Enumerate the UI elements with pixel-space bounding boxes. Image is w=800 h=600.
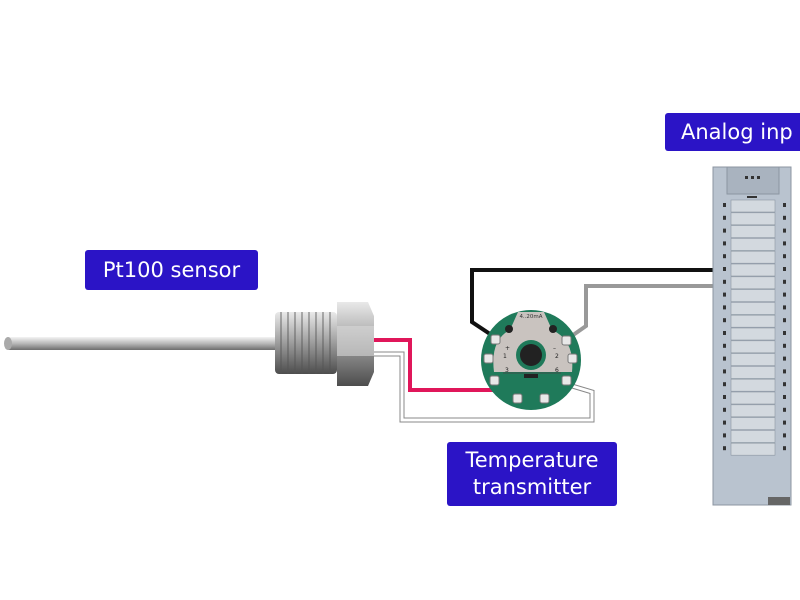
minus-mark: – bbox=[553, 345, 556, 352]
status-led bbox=[723, 279, 726, 284]
terminal-slot bbox=[730, 391, 776, 405]
status-led bbox=[783, 369, 786, 374]
status-led bbox=[723, 228, 726, 233]
analog-input-module bbox=[712, 166, 792, 506]
terminal-slot bbox=[730, 340, 776, 354]
terminal-3-label: 3 bbox=[505, 367, 509, 374]
status-led bbox=[723, 331, 726, 335]
terminal-slot bbox=[730, 212, 776, 226]
terminal-slot bbox=[730, 302, 776, 315]
terminal-slot bbox=[730, 404, 776, 418]
status-led bbox=[723, 433, 726, 438]
status-led bbox=[723, 446, 726, 451]
rating-label: 4..20mA bbox=[519, 314, 542, 320]
terminal-slot bbox=[730, 225, 776, 238]
status-led bbox=[783, 279, 786, 284]
status-led bbox=[723, 369, 726, 374]
status-led bbox=[723, 203, 726, 207]
status-led bbox=[783, 407, 786, 412]
status-led bbox=[723, 395, 726, 399]
plus-mark: + bbox=[505, 345, 510, 352]
status-led bbox=[723, 318, 726, 323]
status-led bbox=[723, 215, 726, 220]
status-led bbox=[783, 420, 786, 425]
status-led bbox=[783, 254, 786, 259]
status-led bbox=[723, 407, 726, 412]
status-led bbox=[783, 433, 786, 438]
terminal-slot bbox=[730, 327, 776, 341]
gray-wire bbox=[564, 284, 715, 342]
temperature-transmitter-label: Temperature transmitter bbox=[447, 442, 617, 506]
terminal-slot bbox=[730, 378, 776, 392]
status-led bbox=[783, 318, 786, 323]
terminal-slot bbox=[730, 442, 776, 456]
status-led bbox=[783, 203, 786, 207]
status-led bbox=[783, 395, 786, 399]
status-led bbox=[723, 356, 726, 361]
status-led bbox=[783, 267, 786, 271]
terminal-slot bbox=[730, 430, 776, 443]
transmitter-label-line1: Temperature bbox=[465, 448, 599, 472]
terminal-slot bbox=[730, 263, 776, 277]
terminal-slot bbox=[730, 250, 776, 264]
terminal-slots bbox=[723, 199, 786, 456]
status-led bbox=[723, 420, 726, 425]
pt100-sensor-label: Pt100 sensor bbox=[85, 250, 258, 290]
terminal-slot bbox=[730, 353, 776, 366]
status-led bbox=[783, 331, 786, 335]
status-led bbox=[783, 305, 786, 310]
status-led bbox=[783, 241, 786, 246]
status-led bbox=[783, 292, 786, 297]
status-led bbox=[783, 446, 786, 451]
terminal-screws bbox=[483, 334, 578, 404]
black-wire bbox=[470, 268, 715, 340]
status-led bbox=[723, 292, 726, 297]
status-led bbox=[723, 267, 726, 271]
status-led bbox=[723, 241, 726, 246]
terminal-1-label: 1 bbox=[503, 353, 507, 360]
temperature-transmitter: 4..20mA + 1 – 2 3 6 bbox=[481, 310, 581, 410]
terminal-slot bbox=[730, 276, 776, 290]
terminal-slot bbox=[730, 314, 776, 328]
status-led bbox=[723, 254, 726, 259]
status-led bbox=[783, 343, 786, 348]
status-led bbox=[723, 382, 726, 387]
terminal-slot bbox=[730, 417, 776, 430]
terminal-slot bbox=[730, 199, 776, 213]
analog-input-label: Analog inp bbox=[665, 113, 800, 151]
terminal-slot bbox=[730, 238, 776, 251]
terminal-slot bbox=[730, 289, 776, 302]
status-led bbox=[723, 305, 726, 310]
status-led bbox=[783, 382, 786, 387]
status-led bbox=[783, 215, 786, 220]
terminal-6-label: 6 bbox=[555, 367, 559, 374]
terminal-2-label: 2 bbox=[555, 353, 559, 360]
status-led bbox=[783, 356, 786, 361]
status-led bbox=[783, 228, 786, 233]
status-led bbox=[723, 343, 726, 348]
pt100-sensor bbox=[4, 302, 374, 386]
terminal-slot bbox=[730, 366, 776, 379]
red-wire bbox=[372, 338, 500, 392]
white-wire bbox=[372, 351, 595, 423]
transmitter-label-line2: transmitter bbox=[472, 475, 592, 499]
